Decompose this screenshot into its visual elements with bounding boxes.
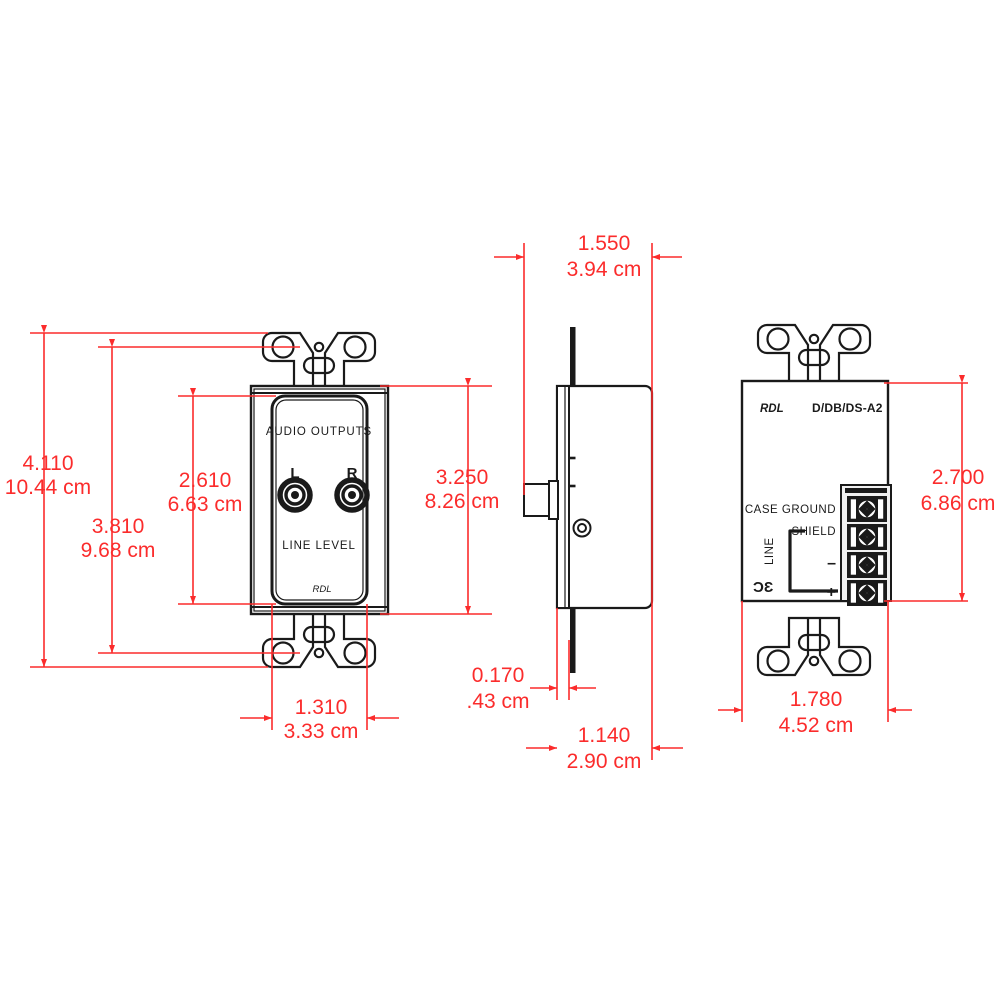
dim-overall-height-inch: 4.110 [23,452,74,475]
rear-bottom-mounting-bracket [756,616,872,677]
dimension-set-front-left [30,325,300,668]
dim-bezel-height-metric: 6.63 cm [168,493,243,516]
dim-rear-width-inch: 1.780 [790,688,843,711]
dim-plate-thickness-metric: .43 cm [466,690,529,713]
rear-brand-label: RDL [760,403,784,415]
dim-hole-span-metric: 9.68 cm [81,539,156,562]
dim-bezel-height-inch: 2.610 [179,469,232,492]
rca-jack-right [334,477,370,513]
rear-top-mounting-bracket [756,323,872,384]
dim-plate-body-height-inch: 3.250 [436,466,489,489]
front-right-channel-label: R [347,465,358,482]
dim-body-depth-inch: 1.140 [578,724,631,747]
side-body-block [555,384,654,610]
rear-view: ƆƐ RDL D/DB/DS-A2 CASE GROUND SHIELD – +… [740,323,892,677]
front-inner-bezel [270,394,369,606]
line-label: LINE [764,537,776,565]
ce-mark-icon: ƆƐ [753,579,774,596]
front-view: AUDIO OUTPUTS L R LINE LEVEL RDL [249,331,390,669]
dimension-set-side-top [494,243,682,620]
front-left-channel-label: L [290,465,299,482]
shield-label: SHIELD [791,526,836,538]
rear-model-label: D/DB/DS-A2 [812,401,883,415]
dim-rear-height-metric: 6.86 cm [921,492,996,515]
dim-plate-thickness-inch: 0.170 [472,664,525,687]
front-top-mounting-bracket [261,331,377,390]
dim-bezel-width-metric: 3.33 cm [284,720,359,743]
dimension-set-front-right [380,378,492,615]
dim-overall-depth-metric: 3.94 cm [567,258,642,281]
dim-bezel-width-inch: 1.310 [295,696,348,719]
dim-plate-body-height-metric: 8.26 cm [425,490,500,513]
dim-rear-height-inch: 2.700 [932,466,985,489]
terminal-block [840,484,892,607]
dimension-set-front-bottom [240,604,399,730]
plus-terminal-label: + [827,584,836,601]
front-bottom-mounting-bracket [261,610,377,669]
front-audio-outputs-label: AUDIO OUTPUTS [266,426,372,438]
front-brand-label: RDL [312,584,331,595]
dim-overall-depth-inch: 1.550 [578,232,631,255]
dim-body-depth-metric: 2.90 cm [567,750,642,773]
side-rca-jack-profile [523,480,559,520]
dim-rear-width-metric: 4.52 cm [779,714,854,737]
side-yoke-strap-top [570,327,576,392]
side-mounting-screw [572,518,592,538]
dimension-set-side-bottom [526,608,683,760]
dimension-set-rear-right [884,375,968,602]
case-ground-label: CASE GROUND [745,504,836,516]
front-line-level-label: LINE LEVEL [282,540,356,552]
dim-hole-span-inch: 3.810 [92,515,145,538]
dimension-set-rear-bottom [718,601,912,722]
minus-terminal-label: – [827,555,836,572]
side-view [523,327,654,673]
line-wiring-bracket-icon [788,529,838,593]
rca-jack-left [277,477,313,513]
dim-overall-height-metric: 10.44 cm [5,476,91,499]
